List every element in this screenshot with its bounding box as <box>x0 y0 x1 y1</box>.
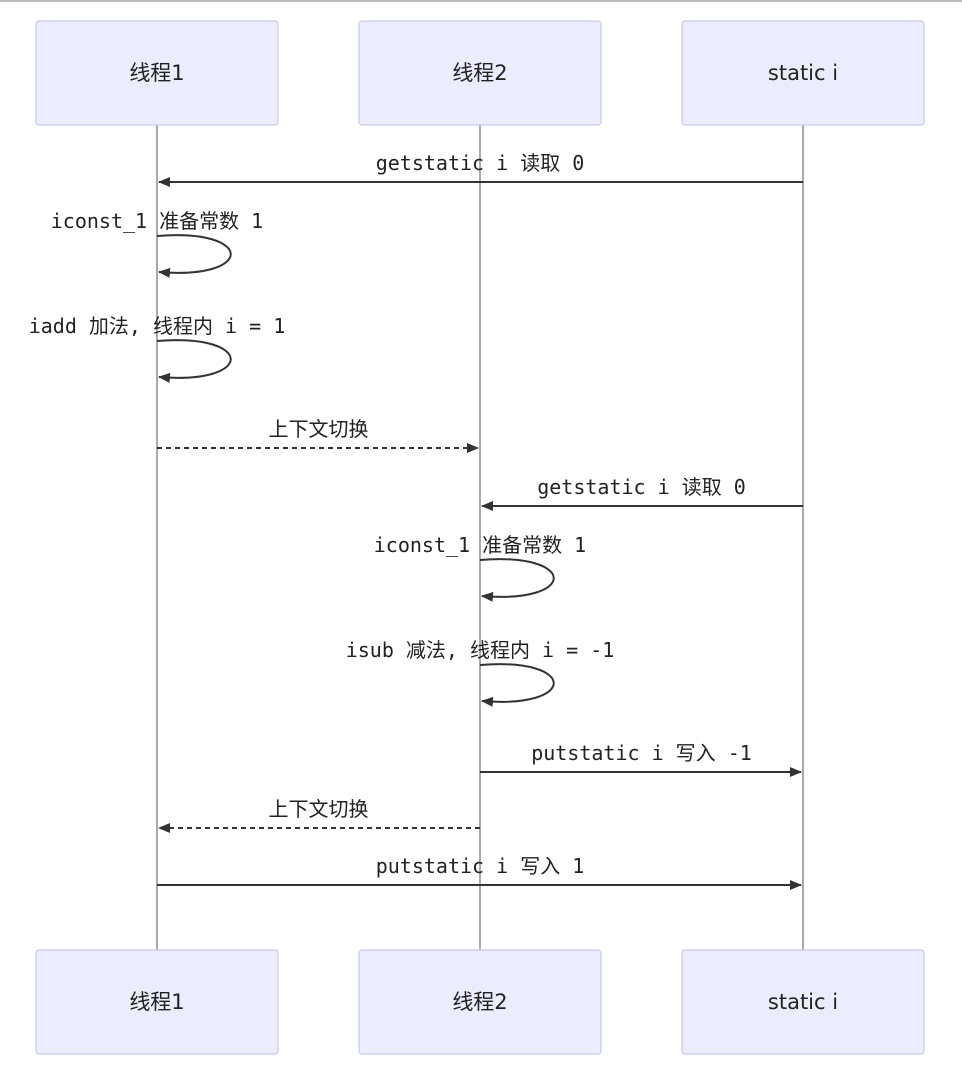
message-5: getstatic i 读取 0 <box>481 475 803 511</box>
message-label: getstatic i 读取 0 <box>537 475 746 499</box>
participant-box <box>681 949 925 1055</box>
message-label: getstatic i 读取 0 <box>376 151 585 175</box>
participant-label: 线程2 <box>452 61 507 85</box>
participant-t2-bottom: 线程2 <box>358 949 602 1055</box>
participant-t2-top: 线程2 <box>358 20 602 126</box>
message-7: isub 减法, 线程内 i = -1 <box>346 638 615 707</box>
lifelines <box>156 125 804 950</box>
message-10: putstatic i 写入 1 <box>157 854 802 890</box>
message-1: getstatic i 读取 0 <box>158 151 803 187</box>
self-message-loop <box>479 663 555 707</box>
message-6: iconst_1 准备常数 1 <box>374 533 586 602</box>
self-message-loop <box>479 558 555 602</box>
participant-box <box>358 20 602 126</box>
message-label: iadd 加法, 线程内 i = 1 <box>29 314 286 338</box>
message-label: iconst_1 准备常数 1 <box>374 533 586 557</box>
message-3: iadd 加法, 线程内 i = 1 <box>29 314 286 383</box>
participant-box <box>35 949 279 1055</box>
participant-box <box>35 20 279 126</box>
message-label: putstatic i 写入 1 <box>376 854 585 878</box>
participant-label: static i <box>768 61 838 85</box>
participant-t1-bottom: 线程1 <box>35 949 279 1055</box>
messages: getstatic i 读取 0 iconst_1 准备常数 1 iadd 加法, … <box>29 151 803 890</box>
message-9: 上下文切换 <box>158 797 480 833</box>
participant-label: 线程1 <box>129 61 184 85</box>
participant-si-top: static i <box>681 20 925 126</box>
message-label: putstatic i 写入 -1 <box>531 741 752 765</box>
message-4: 上下文切换 <box>157 417 479 453</box>
participant-t1-top: 线程1 <box>35 20 279 126</box>
participant-label: 线程2 <box>452 990 507 1014</box>
participant-box <box>358 949 602 1055</box>
message-label: isub 减法, 线程内 i = -1 <box>346 638 615 662</box>
message-2: iconst_1 准备常数 1 <box>51 209 263 278</box>
participant-label: 线程1 <box>129 990 184 1014</box>
participant-si-bottom: static i <box>681 949 925 1055</box>
participant-label: static i <box>768 990 838 1014</box>
participant-box <box>681 20 925 126</box>
participants: 线程1 线程1 线程2 线程2 static i static i <box>35 20 925 1055</box>
message-label: iconst_1 准备常数 1 <box>51 209 263 233</box>
message-8: putstatic i 写入 -1 <box>480 741 802 777</box>
self-message-loop <box>156 234 232 278</box>
self-message-loop <box>156 339 232 383</box>
message-label: 上下文切换 <box>269 417 369 441</box>
message-label: 上下文切换 <box>269 797 369 821</box>
